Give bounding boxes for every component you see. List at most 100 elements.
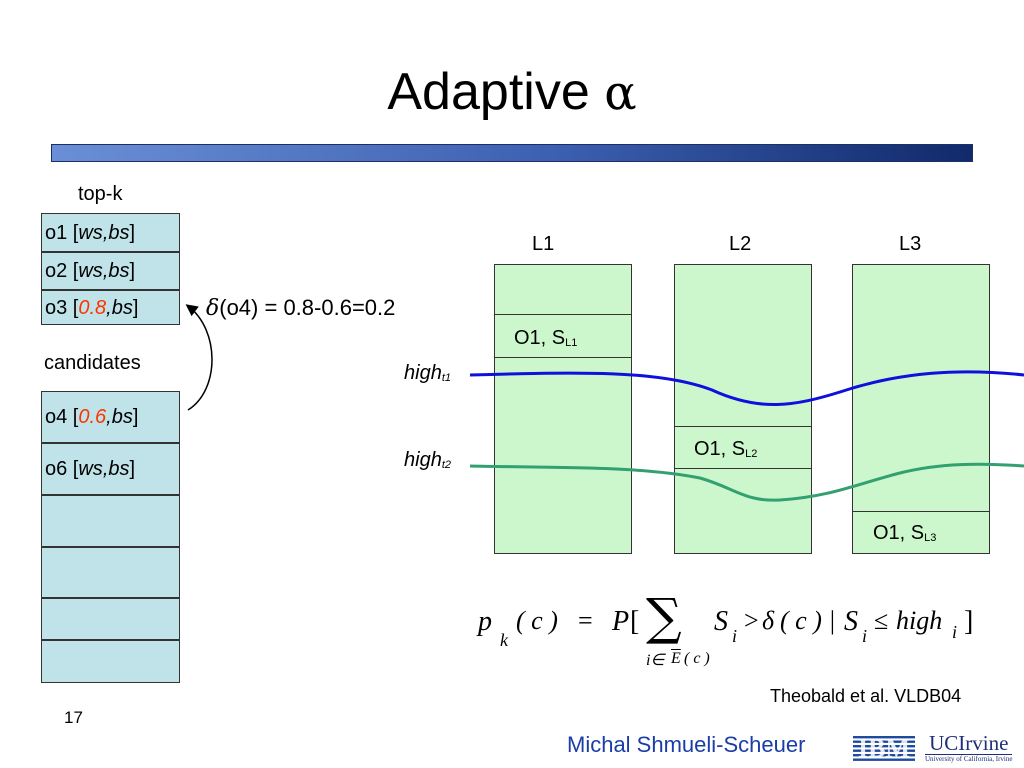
empty-candidate-slot — [41, 640, 180, 683]
high-t2-curve — [469, 462, 1024, 502]
item-worstscore: 0.6 — [78, 406, 107, 428]
formula-S: S — [714, 606, 728, 637]
list-label: L1 — [532, 233, 555, 255]
delta-equation: δ(o4) = 0.8-0.6=0.2 — [206, 295, 395, 321]
list-entry: O1, SL3 — [873, 522, 936, 545]
formula-P: P — [612, 606, 630, 637]
list-l3-entry-top-border — [852, 511, 990, 512]
threshold-sub: t2 — [441, 459, 451, 471]
formula-delta: δ — [762, 606, 775, 635]
item-sep: , — [106, 406, 112, 428]
item-id: o2 [ — [45, 260, 79, 282]
uci-logo-text: UCIrvine — [929, 731, 1009, 755]
item-bestscore: bs — [111, 296, 133, 319]
formula-right-bracket: ] — [964, 606, 974, 637]
item-close: ] — [129, 458, 136, 480]
formula-k: k — [500, 630, 508, 650]
entry-text: O1, S — [514, 327, 566, 349]
entry-text: O1, S — [873, 522, 925, 544]
swap-arrow-icon — [185, 304, 213, 411]
empty-candidate-slot — [41, 598, 180, 640]
candidates-label: candidates — [44, 352, 141, 374]
topk-item: o1 [ws,bs] — [41, 213, 180, 252]
formula-greater: > — [744, 606, 759, 635]
formula-left-bracket: [ — [630, 606, 640, 637]
entry-sub: L2 — [745, 448, 758, 460]
high-t2-label: hight2 — [404, 449, 451, 472]
item-sep: , — [102, 221, 109, 244]
probability-formula: p k ( c ) = P [ ∑ i∈ E ( c ) S i > δ ( c… — [478, 588, 988, 676]
page-number: 17 — [64, 708, 83, 727]
item-close: ] — [129, 221, 136, 244]
threshold-label: high — [404, 449, 442, 471]
citation: Theobald et al. VLDB04 — [770, 686, 962, 706]
item-sep: , — [102, 260, 109, 282]
title-text: Adaptive — [387, 63, 590, 121]
item-close: ] — [132, 296, 139, 319]
list-l1-entry-top-border — [494, 314, 632, 315]
item-worstscore: 0.8 — [78, 296, 107, 319]
item-id: o4 [ — [45, 406, 79, 428]
delta-text: (o4) = 0.8-0.6=0.2 — [219, 295, 396, 320]
list-l2-entry-bottom-border — [674, 468, 812, 469]
entry-text: O1, S — [694, 438, 746, 460]
item-bestscore: bs — [108, 221, 130, 244]
formula-high-index: i — [952, 622, 958, 642]
item-worstscore: ws — [78, 260, 103, 282]
list-entry: O1, SL1 — [514, 327, 577, 350]
entry-sub: L3 — [924, 532, 937, 544]
slide-title: Adaptive α — [0, 62, 1024, 122]
item-bestscore: bs — [108, 458, 130, 480]
formula-c: ( c ) — [516, 606, 558, 635]
formula-high: high — [896, 606, 943, 635]
sum-index: i∈ — [646, 652, 665, 669]
item-bestscore: bs — [108, 260, 130, 282]
item-bestscore: bs — [111, 406, 133, 428]
candidate-item: o4 [0.6,bs] — [41, 391, 180, 443]
sum-arg: ( c ) — [684, 650, 710, 667]
list-entry: O1, SL2 — [694, 438, 757, 461]
list-l2-entry-top-border — [674, 426, 812, 427]
uci-logo: UCIrvine University of California, Irvin… — [925, 731, 1013, 764]
formula-p: p — [478, 606, 492, 637]
formula-leq: ≤ — [874, 606, 889, 635]
item-id: o6 [ — [45, 458, 79, 480]
title-underline-bar — [51, 144, 973, 162]
list-l3 — [852, 264, 990, 554]
formula-S2: S — [844, 606, 858, 637]
list-l2 — [674, 264, 812, 554]
topk-label: top-k — [78, 183, 123, 205]
threshold-label: high — [404, 362, 442, 384]
high-t1-label: hight1 — [404, 362, 451, 385]
formula-S-index: i — [732, 626, 738, 646]
delta-symbol: δ — [206, 296, 220, 321]
candidate-item: o6 [ws,bs] — [41, 443, 180, 495]
high-t1-curve — [469, 370, 1024, 406]
topk-item: o3 [0.8,bs] — [41, 290, 180, 325]
item-worstscore: ws — [78, 458, 103, 480]
list-l1 — [494, 264, 632, 554]
item-sep: , — [106, 296, 112, 319]
item-close: ] — [129, 260, 136, 282]
author-name: Michal Shmueli-Scheuer — [567, 732, 806, 757]
sum-icon: ∑ — [646, 588, 682, 646]
empty-candidate-slot — [41, 547, 180, 598]
list-l1-entry-bottom-border — [494, 357, 632, 358]
empty-candidate-slot — [41, 495, 180, 547]
formula-c-given: ( c ) | — [780, 606, 836, 635]
topk-item: o2 [ws,bs] — [41, 252, 180, 290]
formula-S2-index: i — [862, 626, 868, 646]
ibm-logo-text: IBM — [858, 734, 910, 762]
uci-logo-subtext: University of California, Irvine — [925, 754, 1013, 763]
item-sep: , — [102, 458, 109, 480]
item-worstscore: ws — [78, 221, 103, 244]
formula-equals: = — [578, 606, 593, 635]
sum-set: E — [671, 650, 681, 667]
title-alpha-symbol: α — [604, 65, 637, 121]
item-close: ] — [132, 406, 139, 428]
ibm-logo: IBM — [853, 734, 915, 762]
threshold-sub: t1 — [441, 372, 451, 384]
list-label: L3 — [899, 233, 922, 255]
item-id: o3 [ — [45, 296, 79, 319]
